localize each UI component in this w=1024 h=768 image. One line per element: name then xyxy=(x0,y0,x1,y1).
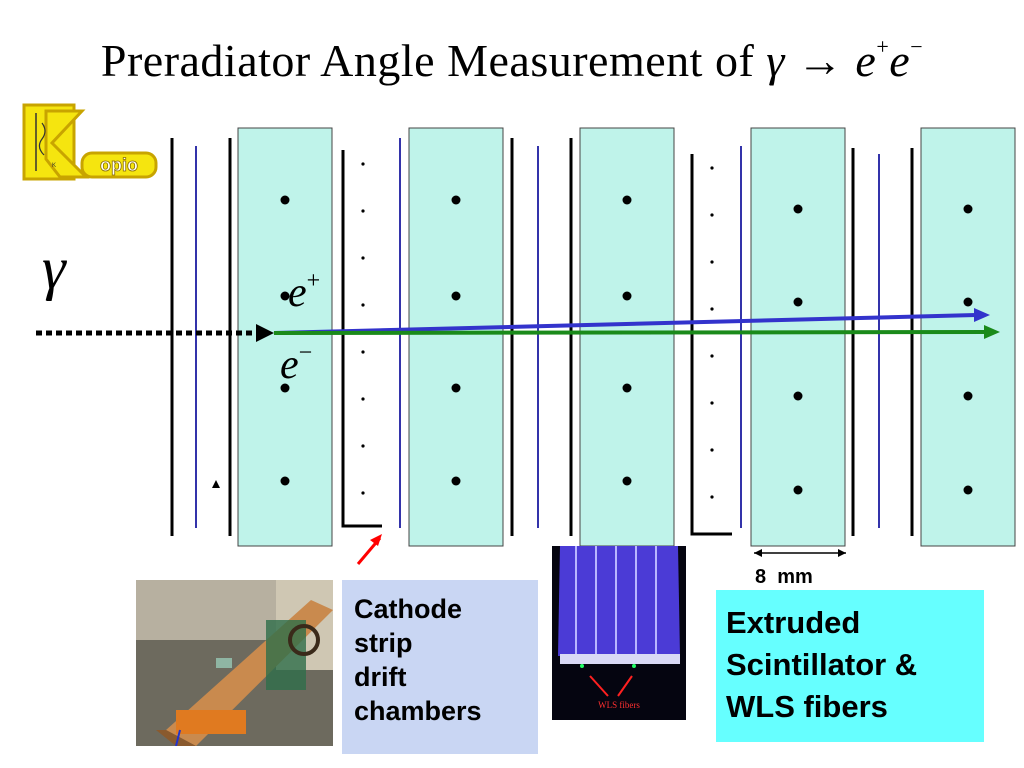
cathode-strip-2-1 xyxy=(710,166,714,170)
dimension-arrowhead-left xyxy=(754,549,762,557)
photo-fiber-end-1 xyxy=(580,664,584,668)
fiber-dot-4-4 xyxy=(793,485,803,495)
slide-title: Preradiator Angle Measurement of γ → e+e… xyxy=(0,34,1024,87)
cathode-strip-2-5 xyxy=(710,354,714,358)
fiber-dot-2-4 xyxy=(451,476,461,486)
positron-track xyxy=(273,313,977,335)
cathode-strip-1-7 xyxy=(361,444,365,448)
electron-sign: − xyxy=(298,340,313,366)
photo-cable-blue xyxy=(175,729,181,746)
positron-letter: e xyxy=(288,270,307,316)
fiber-dot-4-3 xyxy=(793,391,803,401)
cathode-line-2: strip xyxy=(354,628,413,658)
photo-pointer-1 xyxy=(589,675,609,697)
logo-wave xyxy=(38,122,46,156)
title-e2: e xyxy=(889,35,911,86)
cathode-line-3: drift xyxy=(354,662,407,692)
fiber-dots xyxy=(280,195,973,495)
scintillator-label-box: Extruded Scintillator & WLS fibers xyxy=(716,590,984,742)
title-plus: + xyxy=(876,34,890,59)
scintillator-photo: WLS fibers xyxy=(552,546,686,720)
fiber-dot-1-1 xyxy=(280,195,290,205)
fiber-dot-1-3 xyxy=(280,383,290,393)
fiber-dot-3-4 xyxy=(622,476,632,486)
chamber-photo xyxy=(136,580,333,746)
cathode-strip-1-4 xyxy=(361,303,365,307)
cathode-strip-2-8 xyxy=(710,495,714,499)
photo-slab-edge xyxy=(560,654,680,664)
cathode-strip-chamber-1 xyxy=(341,150,382,528)
fiber-dot-3-3 xyxy=(622,383,632,393)
cathode-strip-1-2 xyxy=(361,209,365,213)
fiber-dot-2-2 xyxy=(451,291,461,301)
photon-arrowhead xyxy=(256,324,274,342)
scint-line-2: Scintillator & xyxy=(726,647,918,682)
fiber-dot-5-4 xyxy=(963,485,973,495)
fiber-dot-2-1 xyxy=(451,195,461,205)
cathode-strip-2-7 xyxy=(710,448,714,452)
scint-line-1: Extruded xyxy=(726,605,861,640)
photo-chip xyxy=(216,658,232,668)
cathode-strip-2-6 xyxy=(710,401,714,405)
fiber-dot-3-2 xyxy=(622,291,632,301)
small-triangle-marker xyxy=(212,480,220,488)
chamber-lines xyxy=(170,138,914,536)
cathode-strip-2-3 xyxy=(710,260,714,264)
cathode-line-1: Cathode xyxy=(354,594,462,624)
positron-symbol: e+ xyxy=(288,268,320,317)
photo-fiber-end-2 xyxy=(632,664,636,668)
dimension-arrowhead-right xyxy=(838,549,846,557)
fiber-dot-2-3 xyxy=(451,383,461,393)
scintillator-strip-4 xyxy=(750,127,846,547)
cathode-line-4: chambers xyxy=(354,696,482,726)
title-gamma: γ xyxy=(766,35,785,86)
positron-sign: + xyxy=(306,268,321,294)
photo-chamber-edge xyxy=(156,730,196,746)
logo-k-arm xyxy=(44,109,90,179)
cathode-label-box: Cathode strip drift chambers xyxy=(342,580,538,754)
photo-scintillator-slab xyxy=(558,546,680,656)
logo-letter: K xyxy=(52,163,56,169)
photo-connectors xyxy=(176,710,246,734)
cathode-strip-chamber-2 xyxy=(690,154,732,536)
scintillator-strip-5 xyxy=(920,127,1016,547)
fiber-dot-3-1 xyxy=(622,195,632,205)
fiber-dot-5-1 xyxy=(963,204,973,214)
photo-wls-label: WLS fibers xyxy=(598,700,640,710)
electron-arrowhead xyxy=(984,325,1000,339)
dimension-label: 8 mm xyxy=(755,566,813,588)
logo-text: opio xyxy=(100,155,138,175)
fiber-dot-1-4 xyxy=(280,476,290,486)
fiber-dot-4-2 xyxy=(793,297,803,307)
fiber-dot-5-2 xyxy=(963,297,973,307)
fiber-dot-5-3 xyxy=(963,391,973,401)
scint-line-3: WLS fibers xyxy=(726,689,888,724)
title-e1: e xyxy=(855,35,877,86)
photo-stool xyxy=(288,624,320,656)
cathode-pointer-head xyxy=(370,534,382,546)
fiber-dot-4-1 xyxy=(793,204,803,214)
title-minus: − xyxy=(910,34,924,59)
logo-text-pill xyxy=(80,151,158,179)
photo-pointer-2 xyxy=(617,675,633,697)
cathode-strip-2-2 xyxy=(710,213,714,217)
cathode-strip-1-5 xyxy=(361,350,365,354)
electron-track xyxy=(273,330,987,335)
cathode-strip-1-6 xyxy=(361,397,365,401)
kopio-logo: K opio xyxy=(22,103,158,181)
fiber-dot-1-2 xyxy=(280,291,290,301)
electron-symbol: e− xyxy=(280,340,312,389)
cathode-strip-1-1 xyxy=(361,162,365,166)
cathode-strip-1-3 xyxy=(361,256,365,260)
positron-arrowhead xyxy=(974,308,990,322)
title-arrow: → xyxy=(784,35,856,86)
gamma-symbol: γ xyxy=(42,235,66,301)
title-prefix: Preradiator Angle Measurement of xyxy=(100,35,767,86)
cathode-strip-1-8 xyxy=(361,491,365,495)
cathode-strip-2-4 xyxy=(710,307,714,311)
electron-letter: e xyxy=(280,342,299,388)
